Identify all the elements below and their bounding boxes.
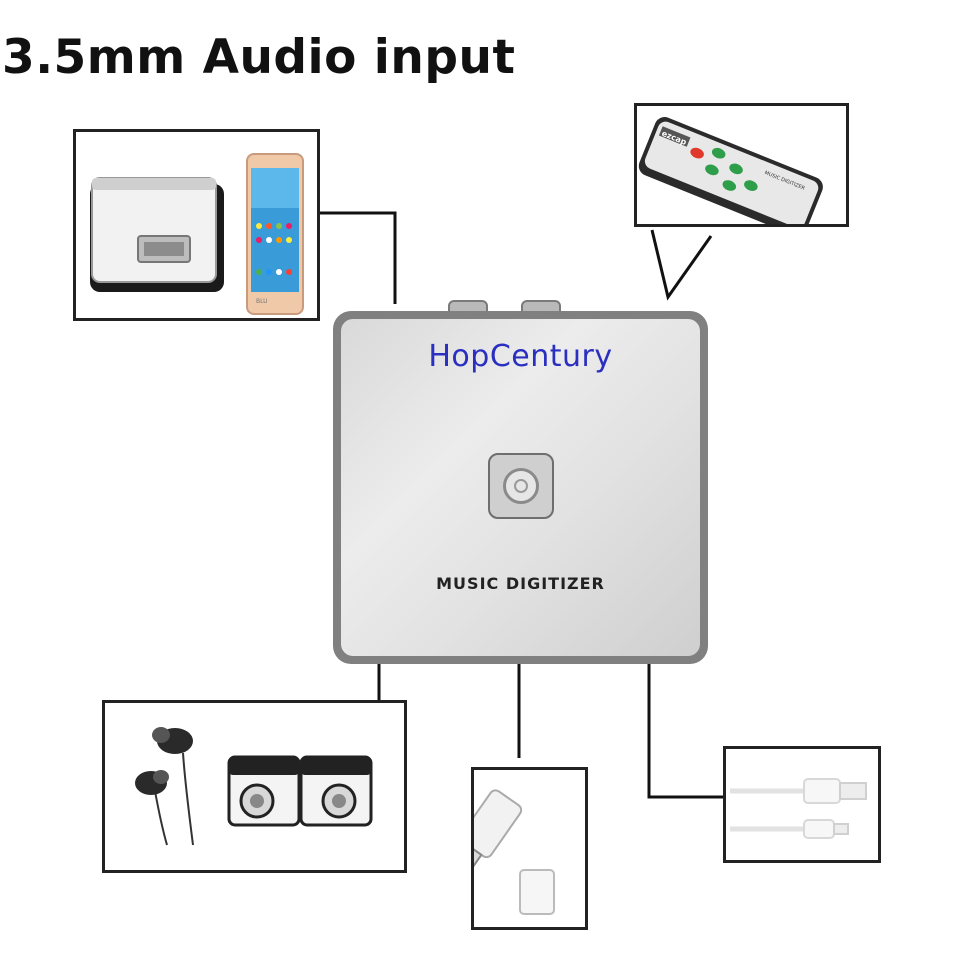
device-face: HopCentury MUSIC DIGITIZER xyxy=(341,319,700,656)
remote-control-icon: ezcap MUSIC DIGITIZER xyxy=(638,117,823,224)
remote-box: ezcap MUSIC DIGITIZER xyxy=(634,103,849,227)
earphones-icon xyxy=(135,727,194,846)
audio-output-box xyxy=(102,700,407,873)
audio-source-box: BLU xyxy=(73,129,320,321)
device-brand: HopCentury xyxy=(428,339,613,374)
usb-drive-box xyxy=(471,767,588,930)
diagram-title: 3.5mm Audio input xyxy=(2,30,516,85)
cassette-player-icon xyxy=(90,177,224,292)
usb-cable-box xyxy=(723,746,881,863)
phone-brand: BLU xyxy=(256,298,268,305)
smartphone-icon: BLU xyxy=(246,153,304,315)
usb-flash-drive-icon xyxy=(474,789,555,915)
usb-cable-icon xyxy=(730,778,867,839)
device-label: MUSIC DIGITIZER xyxy=(436,574,605,593)
connector-usb-cable xyxy=(647,664,724,799)
connector-audio-input xyxy=(318,211,397,304)
speakers-icon xyxy=(227,755,373,827)
music-digitizer-device: HopCentury MUSIC DIGITIZER xyxy=(333,311,708,664)
record-button-ring xyxy=(503,468,539,504)
connector-remote xyxy=(650,229,713,301)
record-button-dot xyxy=(514,479,528,493)
record-button[interactable] xyxy=(488,453,554,519)
